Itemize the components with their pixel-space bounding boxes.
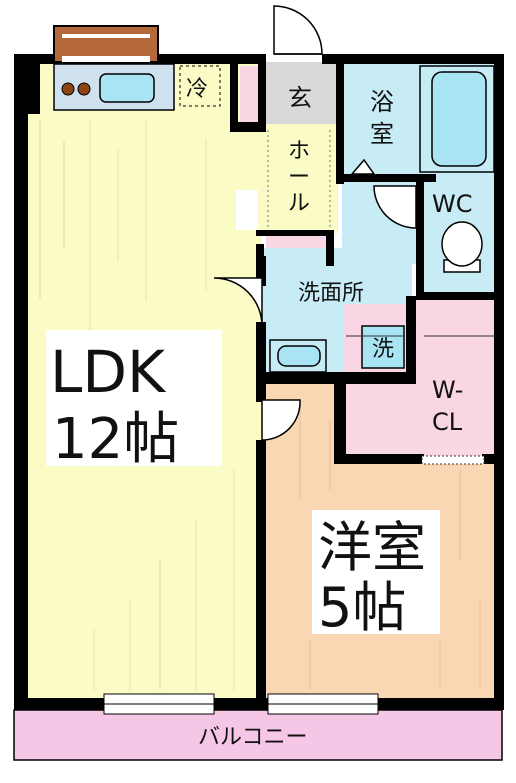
hall-mat	[266, 236, 330, 248]
toilet	[441, 221, 483, 273]
stove-burner-icon	[61, 82, 75, 96]
closet-floor-side	[414, 296, 496, 316]
balcony-floor	[13, 709, 503, 761]
sink-icon	[99, 73, 155, 103]
bath-label-1: 浴	[370, 88, 394, 116]
closet-label-2: CL	[432, 408, 463, 436]
ldk-size: 12帖	[52, 407, 179, 472]
washer-pan	[361, 325, 405, 369]
balcony-label: バルコニー	[198, 725, 308, 750]
entrance-mat	[240, 66, 260, 126]
hall-floor	[262, 124, 338, 234]
bathtub-icon	[431, 71, 487, 167]
doors	[213, 5, 417, 441]
ldk-floor-grain	[39, 120, 235, 690]
western-floor-grain	[299, 400, 481, 690]
front-door-swing	[273, 5, 323, 55]
western-label-bg	[312, 510, 440, 634]
hall-label-1: ホ	[288, 139, 310, 164]
washroom-label: 洗面所	[298, 281, 364, 306]
fridge-space	[179, 65, 221, 107]
entrance-floor	[262, 62, 338, 124]
stove-burner-icon	[77, 82, 91, 96]
closet-label-1: W-	[432, 376, 463, 404]
basin-icon	[277, 345, 321, 367]
ldk-door-swing	[213, 277, 263, 327]
ldk-label-bg	[46, 330, 222, 466]
wc-label: WC	[432, 190, 473, 218]
toilet-icon	[441, 221, 483, 267]
entrance-label: 玄	[288, 84, 312, 112]
fridge-label: 冷	[186, 77, 208, 102]
wc-door-swing	[373, 185, 417, 229]
hall-label-2: ー	[288, 165, 310, 190]
western-door-swing	[261, 399, 301, 441]
vanity	[269, 339, 327, 373]
closet-rail	[346, 335, 494, 465]
hall-step	[267, 130, 331, 228]
bathtub	[419, 65, 495, 173]
ldk-name: LDK	[50, 338, 167, 406]
bath-door	[350, 158, 376, 175]
bath-label-2: 室	[370, 120, 394, 148]
western-name: 洋室	[318, 516, 426, 579]
washer-label: 洗	[372, 337, 394, 362]
kitchen	[53, 63, 221, 111]
hall-label-3: ル	[288, 191, 310, 216]
windows	[53, 25, 379, 715]
western-size: 5帖	[318, 576, 406, 639]
